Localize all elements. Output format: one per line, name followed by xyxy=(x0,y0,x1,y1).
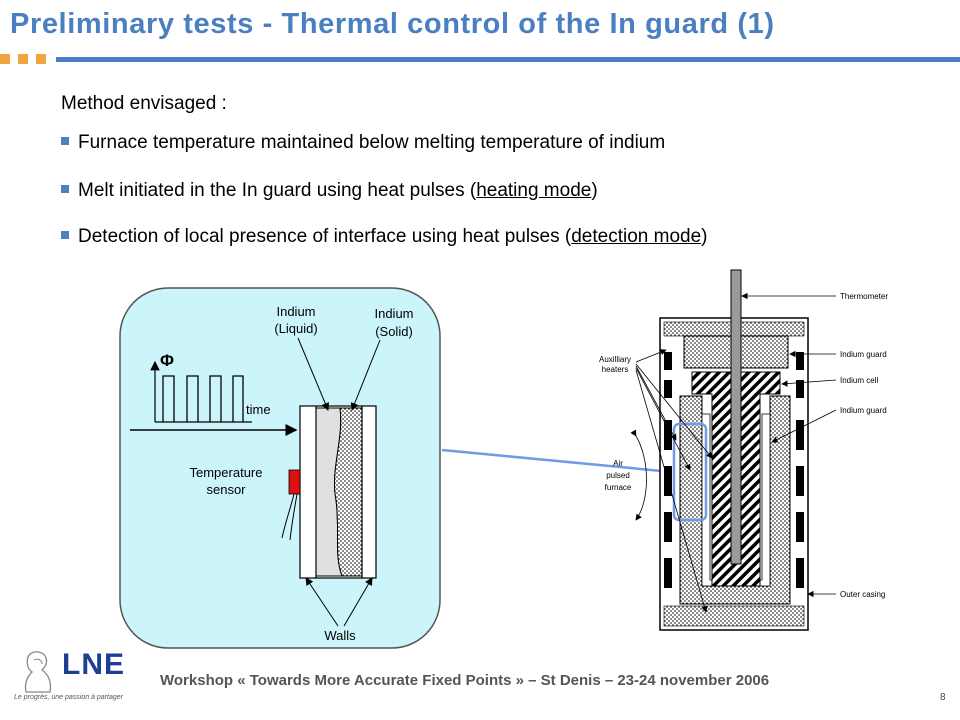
page-number: 8 xyxy=(940,692,946,703)
title-rule-line xyxy=(56,57,960,62)
bullet-interface-detection: Detection of local presence of interface… xyxy=(61,226,707,248)
lne-logo-text: LNE xyxy=(62,648,125,681)
indium-cell-label: Indium cell xyxy=(840,376,878,385)
interface-schematic: Φ time Indium (Liquid) Indium (Solid) Te… xyxy=(119,287,441,649)
solid-label-line1: Indium xyxy=(374,306,413,321)
walls-pointer-left xyxy=(305,577,339,627)
zoom-connector-line xyxy=(441,448,673,474)
lne-logo: LNE Le progrès, une passion à partager xyxy=(14,648,134,710)
walls-pointer-right xyxy=(343,577,373,627)
bullet-furnace-temperature: Furnace temperature maintained below mel… xyxy=(61,132,665,154)
sensor-label-line2: sensor xyxy=(206,482,246,497)
outer-casing-label: Outer casing xyxy=(840,590,885,599)
aux-heaters-label-line1: Auxilliary xyxy=(599,355,631,364)
heat-pulse-plot: Φ time xyxy=(150,351,271,423)
heat-pulses xyxy=(162,375,244,422)
bullet-square-icon xyxy=(61,231,69,239)
detection-mode-term: detection mode xyxy=(571,226,702,247)
indium-guard-side-label: Indium guard xyxy=(840,406,887,415)
air-furnace-label-line3: furnace xyxy=(605,483,632,492)
liquid-label-line2: (Liquid) xyxy=(274,321,317,336)
thermometer-rod xyxy=(730,269,742,565)
footer-text: Workshop « Towards More Accurate Fixed P… xyxy=(160,672,770,689)
aux-heaters-label-line2: heaters xyxy=(602,365,629,374)
lne-figure-icon xyxy=(24,651,52,693)
solid-indium-region xyxy=(333,407,363,577)
air-furnace-label-line1: Air xyxy=(613,459,623,468)
thermometer-label: Thermometer xyxy=(840,292,888,301)
air-flow-arc xyxy=(630,429,647,521)
highlight-region xyxy=(672,422,708,522)
sensor-wires xyxy=(281,493,298,541)
solid-label-line2: (Solid) xyxy=(375,324,413,339)
walls-label: Walls xyxy=(324,628,356,643)
air-furnace-label-line2: pulsed xyxy=(606,471,630,480)
bullet-melt-initiated: Melt initiated in the In guard using hea… xyxy=(61,180,598,202)
time-label: time xyxy=(246,402,271,417)
bullet-square-icon xyxy=(61,137,69,145)
lne-slogan: Le progrès, une passion à partager xyxy=(14,694,123,701)
indium-guard-top-label: Indium guard xyxy=(840,350,887,359)
bullet-square-icon xyxy=(61,185,69,193)
heating-mode-term: heating mode xyxy=(476,180,592,201)
liquid-pointer xyxy=(297,337,329,411)
liquid-label-line1: Indium xyxy=(276,304,315,319)
temperature-sensor-block xyxy=(288,469,301,495)
slide-title: Preliminary tests - Thermal control of t… xyxy=(10,8,775,40)
phi-label: Φ xyxy=(160,351,174,370)
sensor-label-line1: Temperature xyxy=(190,465,263,480)
method-intro: Method envisaged : xyxy=(61,93,227,114)
schematic-panel xyxy=(119,287,441,649)
furnace-cross-section: Thermometer Indium guard Indium cell Ind… xyxy=(599,269,888,631)
solid-pointer xyxy=(350,339,381,411)
